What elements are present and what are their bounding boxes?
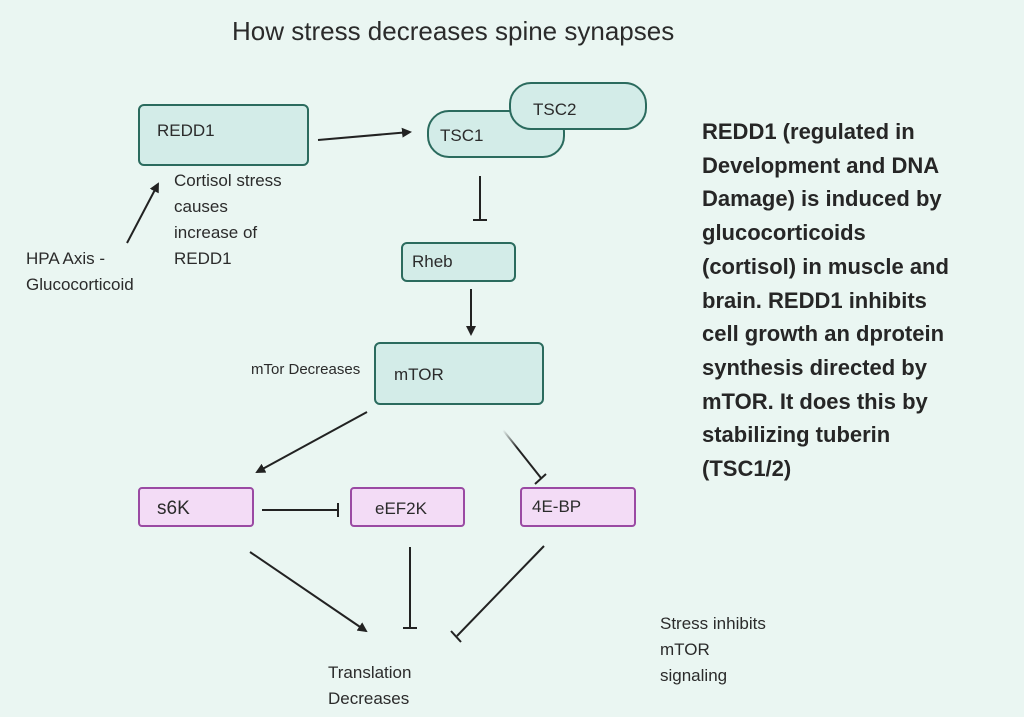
translation-line: Translation	[328, 663, 412, 682]
eef2k-inhibits-translation	[403, 547, 417, 629]
rheb-label: Rheb	[412, 252, 453, 271]
redd1-to-tsc-arrow	[317, 127, 412, 141]
cortisol-note-line: increase of	[174, 223, 258, 242]
hpa-axis-line: HPA Axis -	[26, 249, 106, 268]
description-line: (cortisol) in muscle and	[702, 253, 949, 279]
stress-note-line: Stress inhibits	[660, 614, 766, 633]
tsc2-node[interactable]: TSC2	[509, 82, 647, 130]
translation-decreases-label: Translation Decreases	[328, 660, 411, 712]
s6k-node[interactable]: s6K	[138, 487, 254, 527]
description-line: stabilizing tuberin	[702, 422, 891, 448]
redd1-description: REDD1 (regulated in Development and DNA …	[702, 115, 1002, 486]
tsc1-label: TSC1	[440, 126, 484, 145]
tsc-inhibits-rheb	[473, 176, 487, 221]
description-line: Damage) is induced by	[702, 186, 942, 212]
cortisol-note-line: REDD1	[174, 249, 232, 268]
mtor-inhibits-4ebp	[502, 429, 547, 485]
hpa-to-redd1-arrow	[126, 182, 159, 244]
redd1-label: REDD1	[157, 121, 215, 140]
diagram-title: How stress decreases spine synapses	[232, 16, 675, 46]
description-line: brain. REDD1 inhibits	[702, 287, 927, 313]
rheb-node[interactable]: Rheb	[401, 242, 516, 282]
mtor-decreases-label: mTor Decreases	[251, 361, 361, 378]
redd1-node[interactable]: REDD1	[138, 104, 309, 166]
4ebp-label: 4E-BP	[532, 497, 582, 516]
description-line: synthesis directed by	[702, 354, 927, 380]
description-line: mTOR. It does this by	[702, 388, 928, 414]
glucocorticoid-line: Glucocorticoid	[26, 275, 134, 294]
mtor-node[interactable]: mTOR	[374, 342, 544, 405]
hpa-axis-label: HPA Axis - Glucocorticoid	[26, 246, 134, 298]
cortisol-note-line: causes	[174, 197, 228, 216]
description-line: REDD1 (regulated in	[702, 119, 915, 144]
description-line: Development and DNA	[702, 152, 940, 178]
tsc2-label: TSC2	[533, 100, 577, 119]
stress-note-line: signaling	[660, 666, 728, 685]
description-line: cell growth an dprotein	[702, 321, 945, 347]
mtor-label: mTOR	[394, 365, 444, 384]
s6k-to-translation-arrow	[249, 551, 368, 633]
s6k-label: s6K	[157, 498, 190, 519]
description-line: glucocorticoids	[702, 220, 866, 246]
decreases-line: Decreases	[328, 689, 410, 708]
eef2k-node[interactable]: eEF2K	[350, 487, 465, 527]
4ebp-inhibits-translation	[450, 545, 545, 643]
cortisol-note-line: Cortisol stress	[174, 171, 282, 190]
mtor-to-s6k-arrow	[255, 411, 368, 473]
eef2k-label: eEF2K	[375, 499, 427, 518]
description-line: (TSC1/2)	[702, 456, 792, 482]
s6k-inhibits-eef2k	[262, 503, 339, 517]
cortisol-note: Cortisol stress causes increase of REDD1	[174, 168, 282, 272]
stress-note-line: mTOR	[660, 640, 710, 659]
stress-inhibits-note: Stress inhibits mTOR signaling	[660, 611, 766, 689]
4ebp-node[interactable]: 4E-BP	[520, 487, 636, 527]
